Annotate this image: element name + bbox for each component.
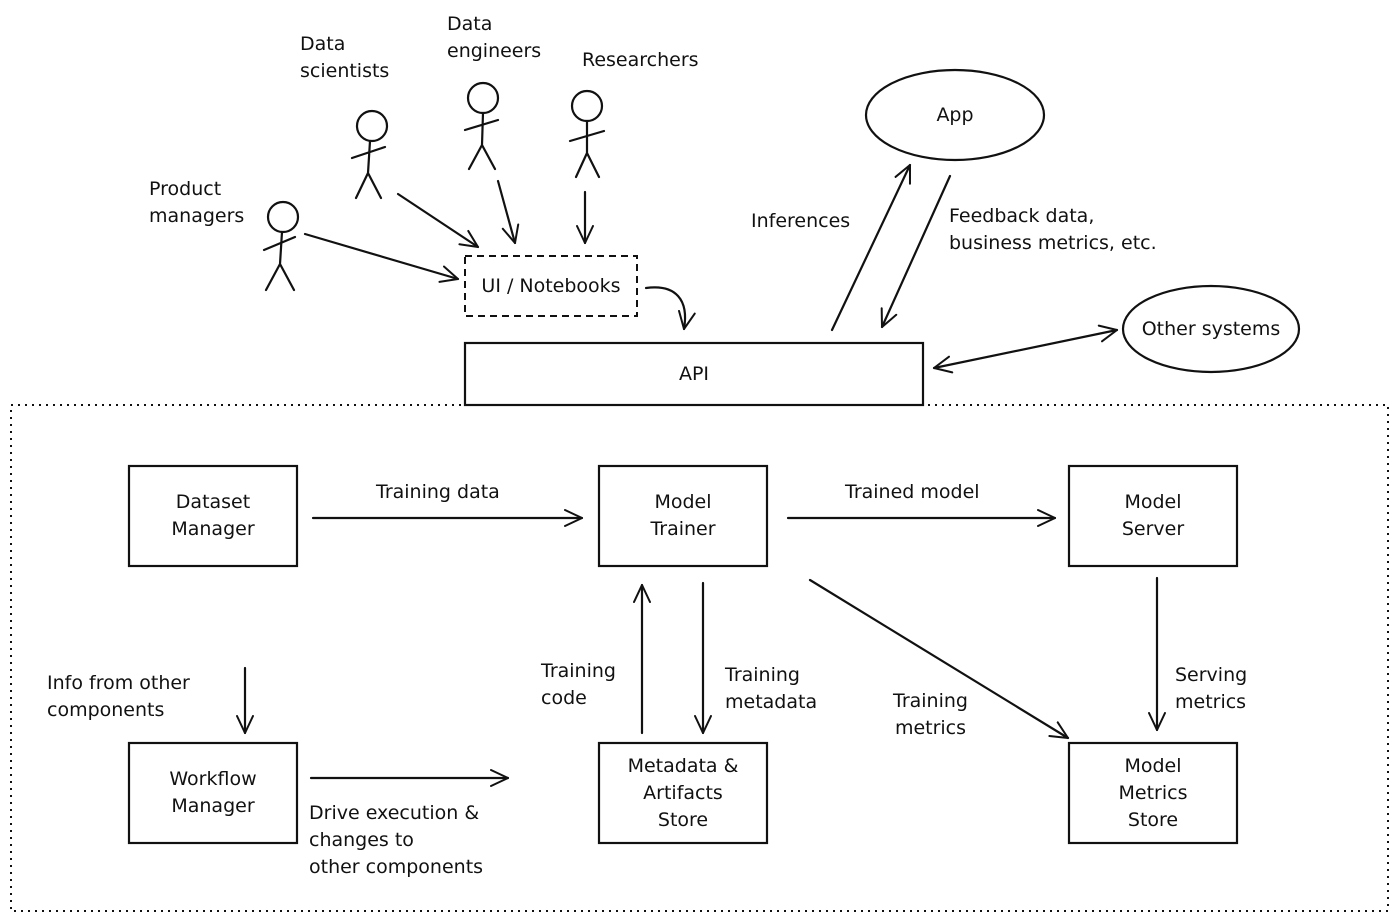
label-line: Inferences xyxy=(751,210,851,232)
arrow-product-managers-to-ui xyxy=(303,232,460,283)
arrow-inferences xyxy=(830,163,912,332)
other-systems-ellipse xyxy=(1121,284,1301,374)
model-metrics-store-label: Model Metrics Store xyxy=(1069,743,1237,843)
label-line: managers xyxy=(149,205,245,227)
dataset-manager-label: Dataset Manager xyxy=(129,466,297,566)
ui-notebooks-box xyxy=(464,255,638,317)
model-server-box xyxy=(1067,464,1239,568)
edge-label-inferences: Inferences xyxy=(751,208,850,235)
api-label: API xyxy=(465,343,923,405)
app-label: App xyxy=(866,70,1044,160)
product-managers-figure-icon xyxy=(262,200,300,292)
label-line: changes to xyxy=(309,829,414,851)
model-trainer-box xyxy=(597,464,769,568)
arrow-data-scientists-to-ui xyxy=(396,192,480,249)
other-systems-label: Other systems xyxy=(1123,286,1299,372)
label-line: Info from other xyxy=(47,672,190,694)
edge-label-info-from-other: Info from other components xyxy=(47,670,190,724)
arrow-api-other-systems xyxy=(932,324,1119,374)
label-line: metadata xyxy=(725,691,818,713)
label-line: Other systems xyxy=(1141,317,1281,340)
label-line: Model xyxy=(654,491,712,513)
label-line: Model xyxy=(1124,754,1182,777)
actor-label-researchers: Researchers xyxy=(582,47,699,74)
arrow-data-engineers-to-ui xyxy=(496,179,520,245)
label-line: Drive execution & xyxy=(309,802,480,824)
label-line: Data xyxy=(447,13,493,35)
label-line: Data xyxy=(300,33,346,55)
edge-label-drive-execution: Drive execution & changes to other compo… xyxy=(309,800,483,881)
label-line: Training xyxy=(541,660,616,682)
label-line: Feedback data, xyxy=(949,205,1095,227)
dataset-manager-box xyxy=(127,464,299,568)
label-line: Researchers xyxy=(582,49,699,71)
arrow-feedback xyxy=(880,174,952,329)
label-line: metrics xyxy=(894,717,967,739)
label-line: metrics xyxy=(1175,691,1247,713)
edge-label-training-code: Training code xyxy=(541,658,616,712)
model-metrics-store-box xyxy=(1067,741,1239,845)
workflow-manager-box xyxy=(127,741,299,845)
label-line: Server xyxy=(1121,518,1185,540)
edge-label-training-metrics: Training metrics xyxy=(893,688,968,742)
label-line: Model xyxy=(1124,491,1182,513)
model-trainer-label: Model Trainer xyxy=(599,466,767,566)
label-line: components xyxy=(47,699,165,721)
label-line: Metrics xyxy=(1118,781,1188,804)
actor-label-data-scientists: Data scientists xyxy=(300,31,389,85)
ui-notebooks-label: UI / Notebooks xyxy=(465,256,637,316)
actor-label-data-engineers: Data engineers xyxy=(447,11,541,65)
label-line: Dataset xyxy=(175,491,251,513)
edge-label-training-metadata: Training metadata xyxy=(725,662,817,716)
edge-label-feedback: Feedback data, business metrics, etc. xyxy=(949,203,1157,257)
label-line: scientists xyxy=(300,60,390,82)
label-line: UI / Notebooks xyxy=(481,274,621,297)
label-line: Manager xyxy=(171,518,255,540)
app-ellipse xyxy=(864,68,1046,162)
workflow-manager-label: Workflow Manager xyxy=(129,743,297,843)
arrow-ui-to-api xyxy=(644,286,696,331)
data-engineers-figure-icon xyxy=(463,81,500,171)
label-line: Manager xyxy=(171,795,255,817)
label-line: Artifacts xyxy=(643,781,723,804)
label-line: Store xyxy=(657,808,709,831)
metadata-store-label: Metadata & Artifacts Store xyxy=(599,743,767,843)
label-line: engineers xyxy=(447,40,542,62)
label-line: App xyxy=(936,103,974,126)
data-scientists-figure-icon xyxy=(350,109,389,200)
label-line: code xyxy=(541,687,587,709)
label-line: other components xyxy=(309,856,484,878)
edge-label-training-data: Training data xyxy=(376,479,500,506)
edge-label-trained-model: Trained model xyxy=(845,479,980,506)
label-line: Training xyxy=(893,690,968,712)
label-line: Training data xyxy=(376,481,500,503)
label-line: Training xyxy=(725,664,800,686)
label-line: Serving xyxy=(1175,664,1248,686)
label-line: Workflow xyxy=(169,768,257,790)
label-line: Store xyxy=(1127,808,1179,831)
label-line: Product xyxy=(149,178,222,200)
api-box xyxy=(463,341,925,407)
edge-label-serving-metrics: Serving metrics xyxy=(1175,662,1247,716)
label-line: Metadata & xyxy=(627,754,739,777)
actor-label-product-managers: Product managers xyxy=(149,176,244,230)
label-line: Trained model xyxy=(845,481,980,503)
label-line: Trainer xyxy=(650,518,716,540)
model-server-label: Model Server xyxy=(1069,466,1237,566)
metadata-store-box xyxy=(597,741,769,845)
label-line: business metrics, etc. xyxy=(949,232,1157,254)
arrow-training-metrics xyxy=(808,578,1070,740)
label-line: API xyxy=(678,362,710,385)
researchers-figure-icon xyxy=(568,89,606,179)
